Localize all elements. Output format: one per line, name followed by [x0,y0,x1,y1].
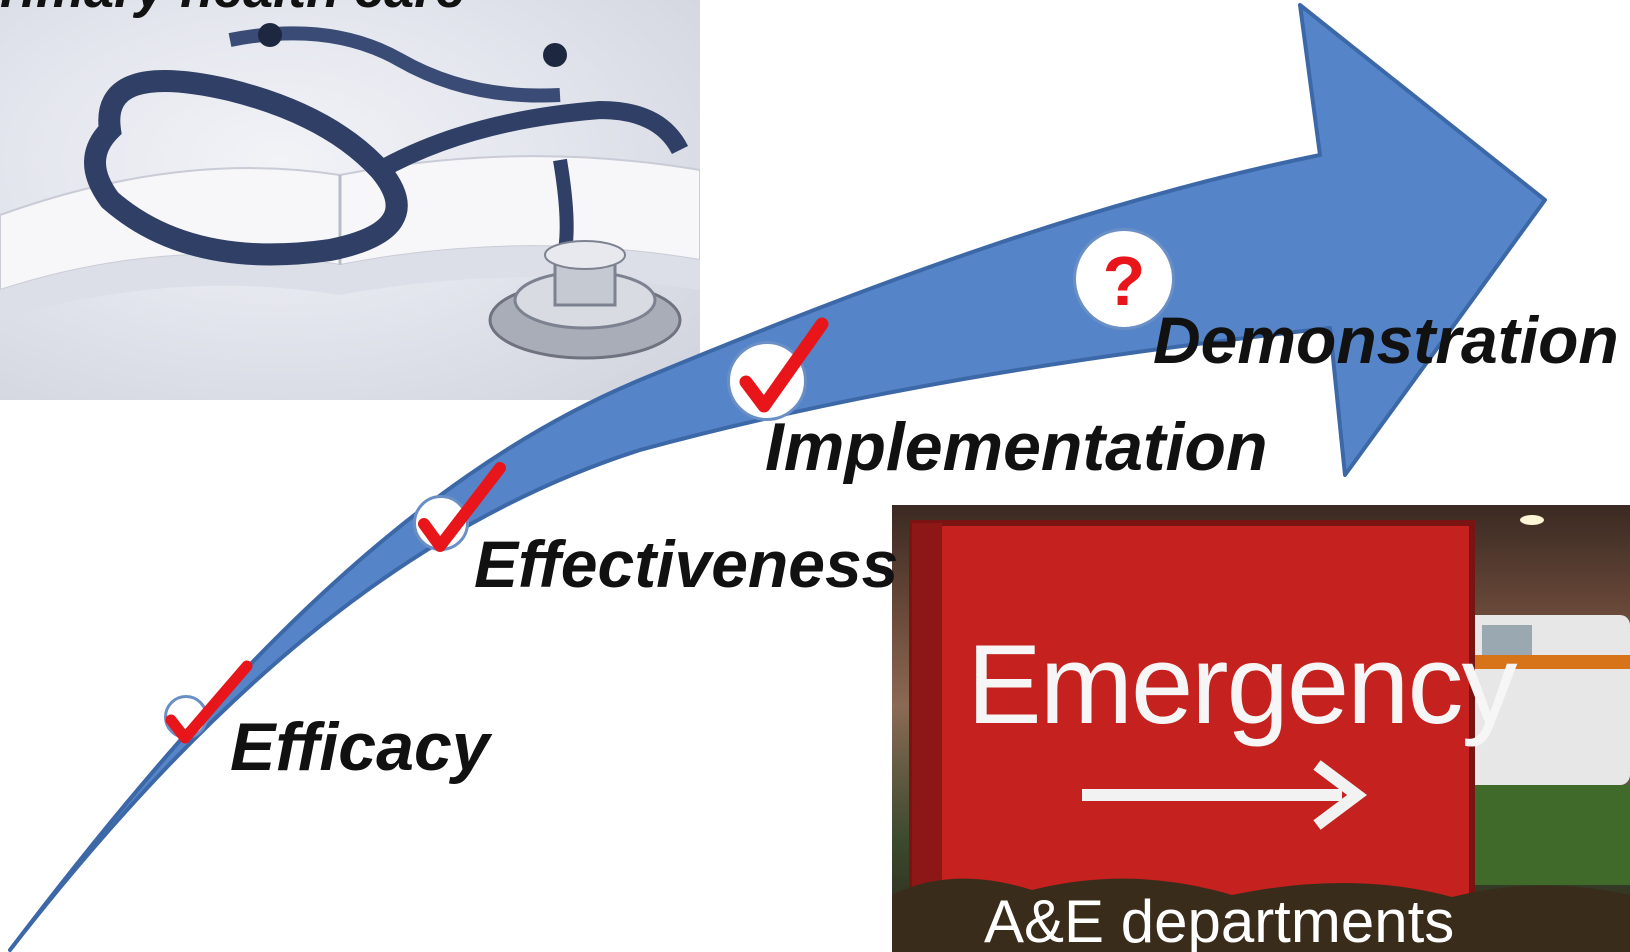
emergency-sign-photo: Emergency A&E departments [892,505,1630,952]
efficacy-check-badge [164,660,253,744]
ae-departments-caption: A&E departments [984,888,1455,952]
implementation-check-badge [727,317,829,421]
stage-label-implementation: Implementation [765,409,1268,485]
check-icon [739,317,829,413]
stage-label-efficacy: Efficacy [230,709,490,785]
check-icon [418,462,506,552]
stethoscope-illustration [0,23,700,360]
stethoscope-photo: rimary health care [0,0,700,400]
effectiveness-check-badge [413,462,506,552]
partial-title-text: rimary health care [0,0,700,20]
demonstration-question-badge: ? [1073,228,1175,330]
emergency-scene-illustration [892,515,1630,952]
stage-label-effectiveness: Effectiveness [474,527,899,601]
stage-label-demonstration: Demonstration [1153,303,1619,377]
emergency-sign-text: Emergency [967,622,1517,747]
check-icon [165,660,253,744]
question-mark-icon: ? [1102,242,1146,320]
